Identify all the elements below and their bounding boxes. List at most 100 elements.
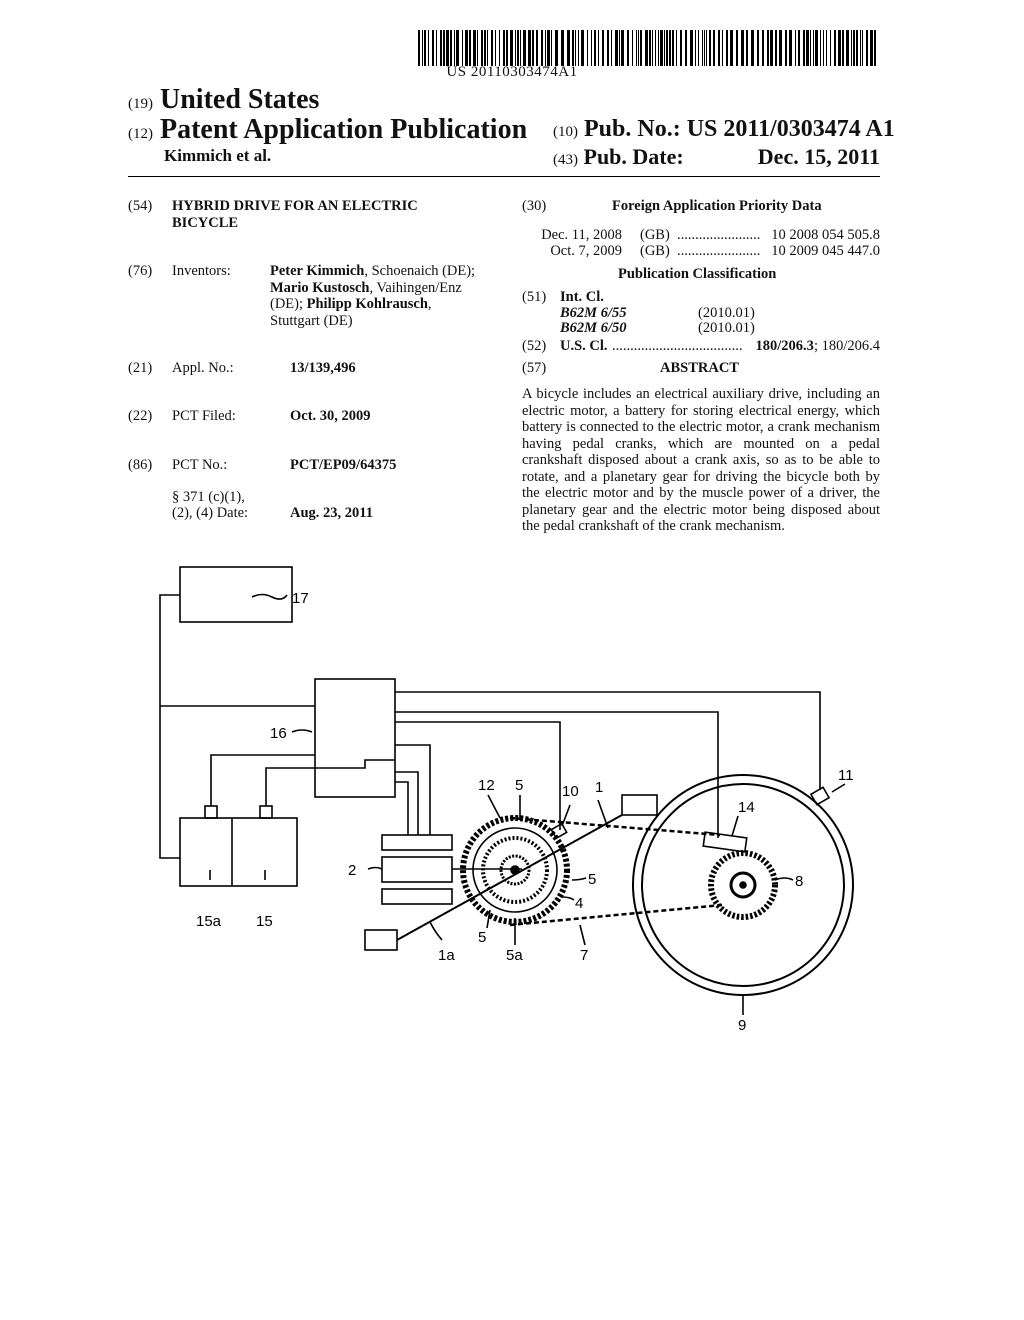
barcode-bar (523, 30, 526, 66)
barcode-bar (517, 30, 519, 66)
barcode-bar (503, 30, 505, 66)
barcode-bar (860, 30, 861, 66)
inventors-label: Inventors: (172, 263, 231, 279)
pedal-right (621, 794, 658, 816)
title-line-1: HYBRID DRIVE FOR AN ELECTRIC (172, 198, 418, 214)
abstract-code: (57) (522, 360, 547, 376)
barcode-bar (834, 30, 836, 66)
motor-2-part (381, 834, 453, 851)
wire-controller-motor (395, 771, 419, 835)
leader-17 (251, 593, 288, 600)
priority-dots: ....................... (677, 227, 761, 243)
barcode-bar (757, 30, 759, 66)
leader-1a (429, 921, 443, 941)
wire-sensor-14 (395, 711, 719, 838)
barcode-bar (432, 30, 434, 66)
uscl-dots: .................................... (612, 338, 743, 354)
wire-battery-controller (265, 759, 395, 806)
title-code: (54) (128, 198, 153, 214)
planet-ring (472, 827, 558, 913)
barcode-bar (598, 30, 599, 66)
inventor-location: , (427, 296, 432, 312)
barcode-bar (838, 30, 841, 66)
inventor-name: Peter Kimmich (270, 263, 365, 279)
battery-terminal (259, 805, 273, 819)
rear-sprocket-8 (708, 850, 778, 920)
barcode-bar (572, 30, 574, 66)
barcode-bar (874, 30, 876, 66)
label-15: 15 (256, 913, 273, 930)
inid-code-19: (19) (128, 96, 153, 112)
barcode-bar (698, 30, 699, 66)
inid-code-43: (43) (553, 152, 578, 168)
inid-code-10: (10) (553, 124, 578, 140)
leader-4 (561, 896, 575, 901)
uscl-label: U.S. Cl. (560, 338, 608, 354)
intcl-year: (2010.01) (698, 305, 755, 321)
barcode-bar (866, 30, 868, 66)
barcode-bar (649, 30, 651, 66)
leader-1 (597, 799, 609, 829)
intcl-year: (2010.01) (698, 320, 755, 336)
wire-17-battery (159, 594, 180, 859)
barcode-bar (664, 30, 665, 66)
intcl-code: (51) (522, 289, 547, 305)
barcode-bar (751, 30, 754, 66)
inventor-name: Philipp Kohlrausch (306, 296, 428, 312)
barcode-bar (465, 30, 468, 66)
barcode-bar (666, 30, 668, 66)
barcode-bar (870, 30, 873, 66)
label-14: 14 (738, 799, 755, 816)
country-line: (19) United States (128, 84, 319, 116)
barcode-bar (615, 30, 618, 66)
barcode-bar (658, 30, 659, 66)
barcode-bar (450, 30, 452, 66)
barcode-bar (440, 30, 442, 66)
barcode-bar (702, 30, 703, 66)
leader-7 (579, 924, 586, 946)
intcl-label: Int. Cl. (560, 289, 604, 305)
barcode-bar (660, 30, 663, 66)
uscl-main: 180/206.3 (755, 338, 814, 354)
barcode-bar (718, 30, 720, 66)
priority-dots: ....................... (677, 243, 761, 259)
label-2: 2 (348, 862, 356, 879)
box-17 (179, 566, 293, 623)
label-4: 4 (575, 895, 583, 912)
barcode-bar (813, 30, 814, 66)
motor-2-part (381, 856, 453, 883)
barcode-bar (636, 30, 637, 66)
barcode-bar (473, 30, 476, 66)
label-11: 11 (838, 767, 854, 784)
uscl-rest: ; 180/206.4 (813, 338, 880, 354)
inventors-list: Peter Kimmich, Schoenaich (DE); Mario Ku… (270, 263, 500, 329)
barcode-bar (594, 30, 596, 66)
barcode-bar (541, 30, 543, 66)
barcode-bar (515, 30, 516, 66)
label-5: 5 (515, 777, 523, 794)
barcode-bar (607, 30, 609, 66)
barcode-bar (767, 30, 769, 66)
barcode-bar (602, 30, 604, 66)
inid-code-12: (12) (128, 126, 153, 142)
abstract-text: A bicycle includes an electrical auxilia… (522, 386, 880, 534)
abstract-title: ABSTRACT (660, 360, 739, 376)
barcode-bar (856, 30, 858, 66)
barcode-bar (520, 30, 521, 66)
pct-no-value: PCT/EP09/64375 (290, 457, 397, 473)
barcode-bar (418, 30, 420, 66)
barcode-bar (706, 30, 707, 66)
doc-type: Patent Application Publication (160, 114, 528, 145)
label-1a: 1a (438, 947, 455, 964)
inventor-location: Stuttgart (DE) (270, 312, 353, 329)
barcode-bar (820, 30, 821, 66)
priority-date: Dec. 11, 2008 (541, 227, 622, 243)
title-line-2: BICYCLE (172, 215, 239, 231)
ring-gear (481, 836, 549, 904)
pubclass-title: Publication Classification (618, 266, 777, 282)
chain-7 (509, 816, 723, 927)
wire-sensor-11 (395, 691, 821, 790)
sensor-10 (550, 822, 568, 840)
wire-battery-controller (210, 754, 315, 806)
barcode-bar (528, 30, 531, 66)
